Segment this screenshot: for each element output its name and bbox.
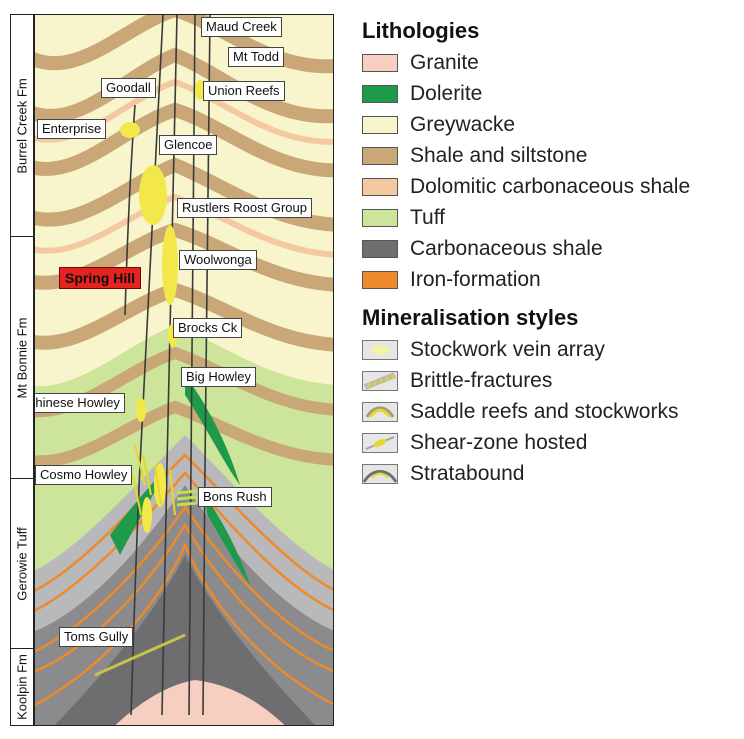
lithology-swatch — [362, 240, 398, 258]
cross-section: Maud Creek Mt Todd Goodall Union Reefs E… — [34, 14, 334, 726]
lithology-swatch — [362, 271, 398, 289]
label-goodall: Goodall — [101, 78, 156, 98]
formation-gerowie-tuff: Gerowie Tuff — [11, 479, 33, 649]
lithology-item: Tuff — [362, 202, 742, 233]
label-mt-todd: Mt Todd — [228, 47, 284, 67]
label-big-howley: Big Howley — [181, 367, 256, 387]
stratabound-icon — [362, 464, 398, 484]
lithology-label: Granite — [410, 51, 479, 75]
stratigraphic-column: Burrel Creek Fm Mt Bonnie Fm Gerowie Tuf… — [10, 14, 34, 726]
lithology-swatch — [362, 178, 398, 196]
lithologies-heading: Lithologies — [362, 18, 742, 44]
label-chinese-howley: Chinese Howley — [34, 393, 125, 413]
label-maud-creek: Maud Creek — [201, 17, 282, 37]
label-toms-gully: Toms Gully — [59, 627, 133, 647]
formation-koolpin: Koolpin Fm — [11, 649, 33, 725]
lithology-item: Granite — [362, 47, 742, 78]
lithology-label: Shale and siltstone — [410, 144, 587, 168]
lithology-label: Carbonaceous shale — [410, 237, 603, 261]
lithology-item: Dolomitic carbonaceous shale — [362, 171, 742, 202]
mineralisation-label: Saddle reefs and stockworks — [410, 400, 678, 424]
mineralisation-item: Shear-zone hosted — [362, 427, 742, 458]
lithology-item: Dolerite — [362, 78, 742, 109]
label-brocks-ck: Brocks Ck — [173, 318, 242, 338]
mineralisation-section: Mineralisation styles Stockwork vein arr… — [362, 305, 742, 489]
mineralisation-item: Saddle reefs and stockworks — [362, 396, 742, 427]
saddle-reef-icon — [362, 402, 398, 422]
label-enterprise: Enterprise — [37, 119, 106, 139]
lithology-label: Dolerite — [410, 82, 482, 106]
lithology-item: Shale and siltstone — [362, 140, 742, 171]
label-cosmo-howley: Cosmo Howley — [35, 465, 132, 485]
formation-label: Burrel Creek Fm — [15, 78, 30, 173]
lithology-swatch — [362, 54, 398, 72]
mineralisation-label: Brittle-fractures — [410, 369, 552, 393]
mineralisation-item: Stratabound — [362, 458, 742, 489]
formation-mt-bonnie: Mt Bonnie Fm — [11, 237, 33, 479]
brittle-fracture-icon — [362, 371, 398, 391]
formation-label: Gerowie Tuff — [15, 527, 30, 600]
label-union-reefs: Union Reefs — [203, 81, 285, 101]
label-bons-rush: Bons Rush — [198, 487, 272, 507]
lithology-item: Carbonaceous shale — [362, 233, 742, 264]
lithology-swatch — [362, 147, 398, 165]
lithology-item: Greywacke — [362, 109, 742, 140]
lithology-label: Greywacke — [410, 113, 515, 137]
mineralisation-label: Stockwork vein array — [410, 338, 605, 362]
label-spring-hill: Spring Hill — [59, 267, 141, 289]
lithology-swatch — [362, 116, 398, 134]
lithology-label: Iron-formation — [410, 268, 541, 292]
formation-label: Mt Bonnie Fm — [15, 317, 30, 398]
lithology-label: Tuff — [410, 206, 445, 230]
mineralisation-item: Stockwork vein array — [362, 334, 742, 365]
formation-burrel-creek: Burrel Creek Fm — [11, 15, 33, 237]
label-rustlers-roost: Rustlers Roost Group — [177, 198, 312, 218]
label-woolwonga: Woolwonga — [179, 250, 257, 270]
lithology-item: Iron-formation — [362, 264, 742, 295]
mineralisation-label: Shear-zone hosted — [410, 431, 587, 455]
lithology-swatch — [362, 209, 398, 227]
lithology-swatch — [362, 85, 398, 103]
mineralisation-label: Stratabound — [410, 462, 524, 486]
formation-label: Koolpin Fm — [15, 654, 30, 720]
lithology-label: Dolomitic carbonaceous shale — [410, 175, 690, 199]
mineralisation-heading: Mineralisation styles — [362, 305, 742, 331]
label-glencoe: Glencoe — [159, 135, 217, 155]
mineralisation-item: Brittle-fractures — [362, 365, 742, 396]
stockwork-vein-icon — [362, 340, 398, 360]
shear-zone-icon — [362, 433, 398, 453]
